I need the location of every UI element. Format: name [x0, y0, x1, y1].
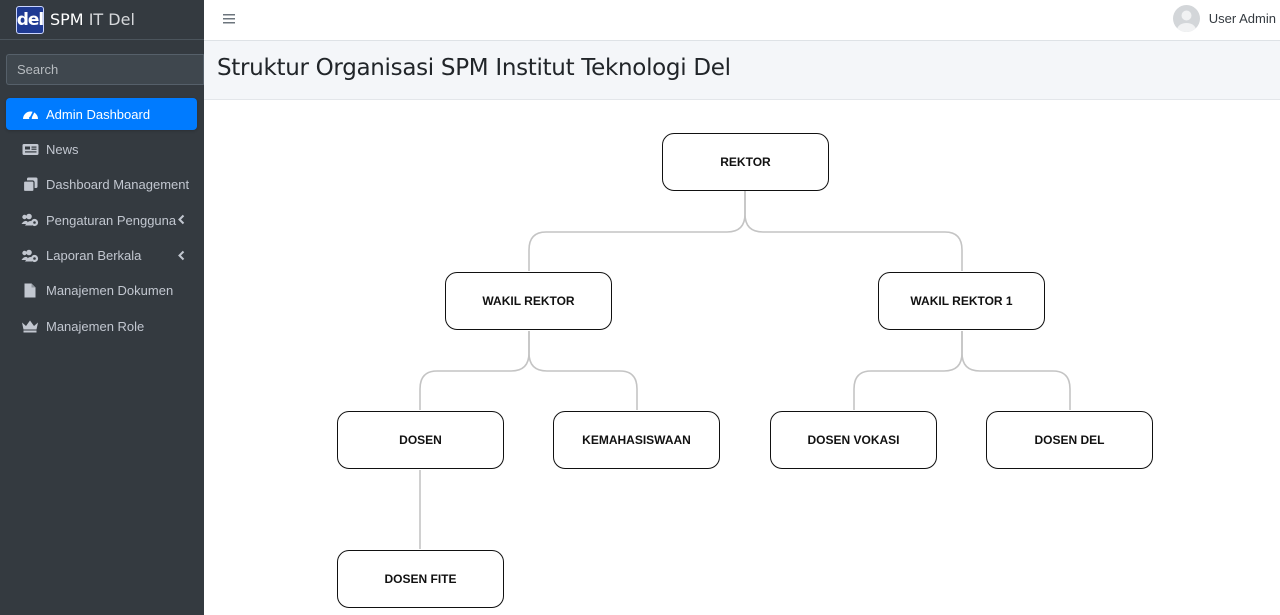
brand-name-bold: SPM: [50, 10, 84, 29]
search-input[interactable]: [6, 54, 203, 85]
tachometer-icon: [21, 106, 39, 122]
org-node-wakil-rektor[interactable]: WAKIL REKTOR: [445, 272, 612, 330]
sidebar-item-label: Laporan Berkala: [46, 248, 142, 264]
sidebar-item-dashboard-management[interactable]: Dashboard Management: [6, 169, 197, 201]
org-chart: REKTOR WAKIL REKTOR WAKIL REKTOR 1 DOSEN…: [204, 100, 1280, 615]
connector-line: [528, 331, 638, 410]
file-icon: [21, 283, 39, 299]
sidebar-item-manajemen-dokumen[interactable]: Manajemen Dokumen: [6, 275, 197, 307]
crown-icon: [21, 318, 39, 334]
sidebar-menu: Admin Dashboard News Dashboard Managemen…: [0, 98, 204, 342]
sidebar-item-label: Manajemen Dokumen: [46, 283, 174, 299]
org-node-rektor[interactable]: REKTOR: [662, 133, 829, 191]
menu-toggle-button[interactable]: [223, 12, 237, 24]
brand-name-light: IT Del: [88, 10, 135, 29]
user-menu[interactable]: User Admin: [1172, 4, 1276, 32]
brand-logo: del: [16, 5, 44, 34]
connector-line: [961, 331, 1071, 410]
brand-text: SPM IT Del: [50, 10, 135, 29]
sidebar-item-admin-dashboard[interactable]: Admin Dashboard: [6, 98, 197, 130]
connector-line: [419, 331, 530, 410]
org-node-dosen[interactable]: DOSEN: [337, 411, 504, 469]
org-chart-connectors: [419, 191, 1071, 549]
sidebar-item-news[interactable]: News: [6, 133, 197, 165]
sidebar-item-label: News: [46, 141, 79, 157]
sidebar-item-manajemen-role[interactable]: Manajemen Role: [6, 310, 197, 342]
org-node-wakil-rektor-1[interactable]: WAKIL REKTOR 1: [878, 272, 1045, 330]
avatar: [1172, 4, 1200, 32]
newspaper-icon: [21, 141, 39, 157]
org-node-kemahasiswaan[interactable]: KEMAHASISWAAN: [553, 411, 720, 469]
users-cog-icon: [21, 248, 39, 264]
connector-line: [744, 191, 963, 271]
sidebar-item-label: Admin Dashboard: [46, 106, 151, 122]
connector-line: [853, 331, 963, 410]
sidebar-item-label: Dashboard Management: [46, 177, 190, 193]
org-node-dosen-vokasi[interactable]: DOSEN VOKASI: [770, 411, 937, 469]
sidebar-item-laporan-berkala[interactable]: Laporan Berkala: [6, 240, 197, 272]
hamburger-icon: [223, 14, 235, 24]
sidebar-item-label: Pengaturan Pengguna: [46, 212, 177, 228]
copy-icon: [21, 177, 39, 193]
chevron-left-icon: [178, 249, 185, 264]
connector-line: [528, 191, 746, 271]
chevron-left-icon: [178, 213, 185, 228]
sidebar-item-pengaturan-pengguna[interactable]: Pengaturan Pengguna: [6, 204, 197, 236]
user-name: User Admin: [1208, 10, 1276, 26]
brand-link[interactable]: del SPM IT Del: [0, 0, 204, 40]
sidebar-item-label: Manajemen Role: [46, 318, 145, 334]
users-cog-icon: [21, 212, 39, 228]
page-title: Struktur Organisasi SPM Institut Teknolo…: [217, 55, 731, 81]
sidebar-search: [6, 54, 219, 85]
org-node-dosen-del[interactable]: DOSEN DEL: [986, 411, 1153, 469]
top-navbar: User Admin: [204, 0, 1280, 41]
content-header: Struktur Organisasi SPM Institut Teknolo…: [204, 41, 1280, 100]
org-node-dosen-fite[interactable]: DOSEN FITE: [337, 550, 504, 608]
sidebar: del SPM IT Del Admin Dashboard News: [0, 0, 219, 615]
